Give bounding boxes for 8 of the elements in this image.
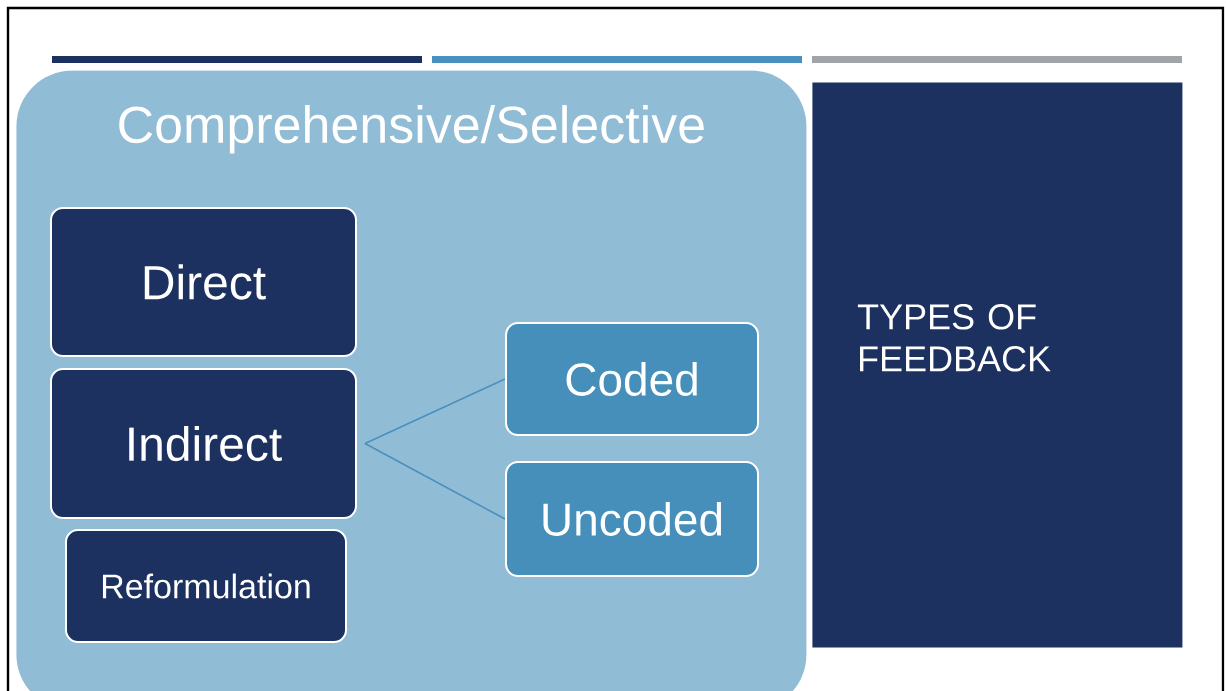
connector-line	[364, 378, 506, 445]
connector-line	[364, 442, 506, 520]
title-panel: TYPES OF FEEDBACK	[812, 82, 1183, 648]
category-box: Indirect	[50, 368, 357, 519]
category-box: Uncoded	[505, 461, 759, 577]
category-box: Reformulation	[65, 529, 347, 643]
category-box: Coded	[505, 322, 759, 436]
category-box: Direct	[50, 207, 357, 357]
